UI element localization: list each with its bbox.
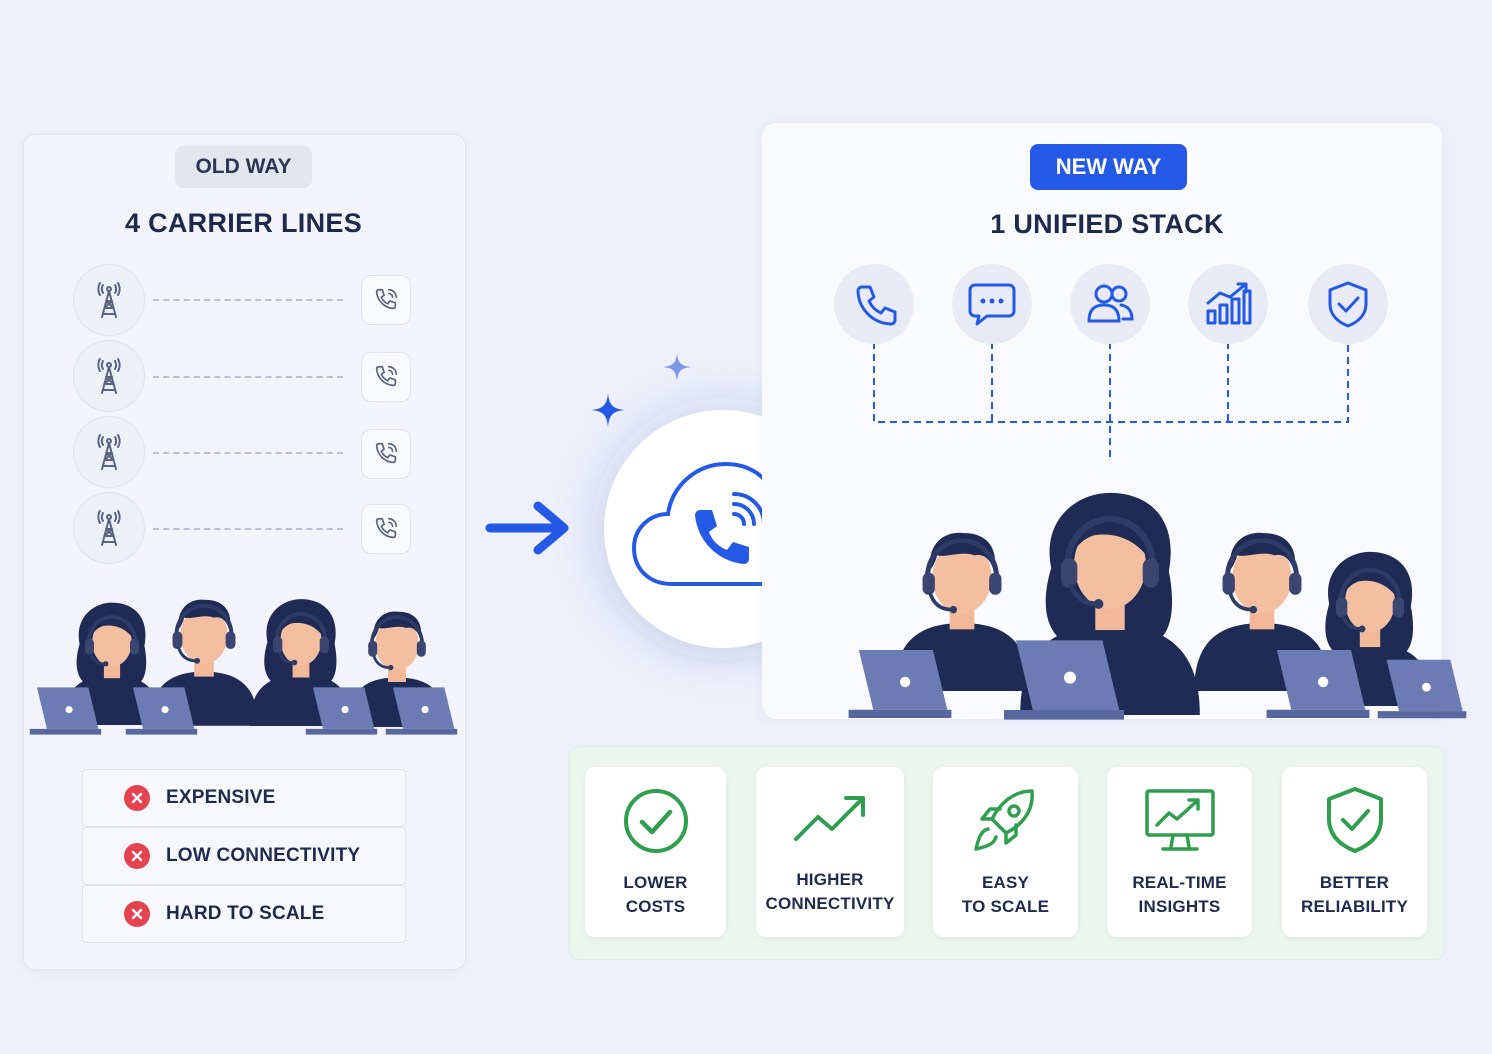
benefit-label-line2: INSIGHTS (1138, 897, 1221, 916)
benefit-label-line2: RELIABILITY (1300, 897, 1409, 916)
con-item: HARD TO SCALE (82, 885, 406, 943)
laptop-icon (840, 648, 960, 720)
phone-icon (834, 264, 914, 344)
shield-check-icon (1308, 264, 1388, 344)
benefit-card: BETTER RELIABILITY (1282, 767, 1427, 937)
benefit-label-line2: COSTS (625, 897, 686, 916)
laptop-icon (994, 638, 1134, 722)
phone-ringing-icon (361, 275, 411, 325)
old-way-title: 4 CARRIER LINES (124, 208, 363, 238)
old-agents-illustration (23, 578, 464, 738)
x-circle-icon (124, 901, 150, 927)
laptop-icon (23, 686, 108, 736)
users-icon (1070, 264, 1150, 344)
cell-tower-icon (73, 340, 145, 412)
chat-icon (952, 264, 1032, 344)
dashed-connector (153, 452, 343, 454)
benefit-card: EASY TO SCALE (933, 767, 1078, 937)
benefit-label-line2: CONNECTIVITY (765, 894, 895, 913)
cell-tower-icon (73, 416, 145, 488)
benefit-label-line1: REAL-TIME (1132, 873, 1227, 892)
con-label: HARD TO SCALE (166, 903, 325, 924)
laptop-icon (379, 686, 464, 736)
rocket-icon (973, 789, 1034, 851)
sparkle-icon (591, 393, 625, 427)
laptop-icon (1258, 648, 1378, 720)
benefit-card: HIGHER CONNECTIVITY (756, 767, 904, 937)
carrier-line (73, 492, 413, 564)
dashed-connector (153, 528, 343, 530)
shield-check-icon (1326, 787, 1383, 853)
dashed-connector (153, 299, 343, 301)
new-way-badge: NEW WAY (1030, 144, 1187, 190)
benefit-card: LOWER COSTS (585, 767, 726, 937)
carrier-line (73, 340, 413, 412)
benefit-label-line1: BETTER (1319, 873, 1390, 892)
laptop-icon (119, 686, 204, 736)
benefit-label-line1: EASY (981, 873, 1030, 892)
new-way-title: 1 UNIFIED STACK (990, 209, 1224, 239)
phone-ringing-icon (361, 429, 411, 479)
con-item: LOW CONNECTIVITY (82, 827, 406, 885)
carrier-line (73, 264, 413, 336)
trend-up-icon (794, 796, 865, 841)
phone-ringing-icon (361, 352, 411, 402)
arrow-right-icon (485, 501, 569, 555)
laptop-icon (299, 686, 384, 736)
check-circle-icon (623, 789, 688, 853)
feature-connectors (873, 342, 1349, 460)
cell-tower-icon (73, 264, 145, 336)
phone-ringing-icon (361, 504, 411, 554)
benefit-label-line1: HIGHER (796, 870, 864, 889)
x-circle-icon (124, 785, 150, 811)
analytics-icon (1188, 264, 1268, 344)
benefit-card: REAL-TIME INSIGHTS (1107, 767, 1252, 937)
carrier-line (73, 416, 413, 488)
monitor-chart-icon (1144, 789, 1215, 851)
old-way-badge: OLD WAY (175, 146, 312, 188)
cell-tower-icon (73, 492, 145, 564)
con-label: LOW CONNECTIVITY (166, 845, 361, 866)
con-item: EXPENSIVE (82, 769, 406, 827)
x-circle-icon (124, 843, 150, 869)
dashed-connector (153, 376, 343, 378)
laptop-icon (1370, 658, 1474, 720)
benefit-label-line2: TO SCALE (961, 897, 1050, 916)
con-label: EXPENSIVE (166, 787, 276, 808)
benefit-label-line1: LOWER (623, 873, 688, 892)
sparkle-icon (663, 353, 691, 381)
new-agents-illustration (840, 470, 1476, 722)
